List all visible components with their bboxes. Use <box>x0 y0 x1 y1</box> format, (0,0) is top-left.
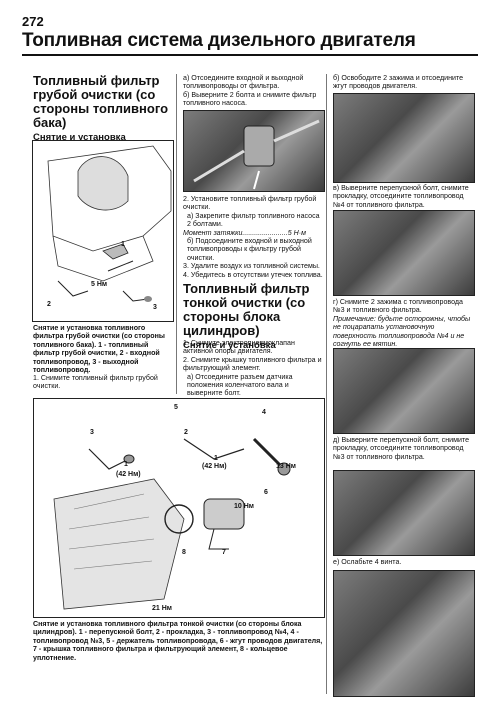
filter-photo-drawing <box>193 119 320 190</box>
photo-fuel-line-3 <box>333 470 475 556</box>
right-step-d: д) Выверните перепускной болт, снимите п… <box>333 436 470 461</box>
big-fig-label-7: 7 <box>222 549 226 556</box>
big-fig-label-1b: 1 <box>214 455 218 462</box>
photo-screws <box>333 570 475 697</box>
column-divider-right <box>326 74 327 694</box>
torque-spec: Момент затяжки.......................5 Н… <box>183 228 306 237</box>
big-fig-torque-42b: (42 Нм) <box>202 463 227 470</box>
middle-steps-top: а) Отсоедините входной и выходной топлив… <box>183 74 323 108</box>
big-fig-torque-10: 10 Нм <box>234 503 254 510</box>
subtitle-removal-2: Снятие и установка <box>183 340 276 351</box>
fine-step-2: 2. Снимите крышку топливного фильтра и ф… <box>183 355 322 373</box>
right-step-g: г) Снимите 2 зажима с топливопровода №3 … <box>333 298 463 315</box>
step-b: б) Выверните 2 болта и снимите фильтр то… <box>183 90 317 108</box>
step-a: а) Отсоедините входной и выходной топлив… <box>183 74 304 91</box>
big-fig-label-8: 8 <box>182 549 186 556</box>
fig-label-2: 2 <box>47 301 51 308</box>
engine-exploded-drawing <box>53 437 291 610</box>
right-note: Примечание: будьте осторожны, чтобы не п… <box>333 315 471 349</box>
right-step-b: б) Освободите 2 зажима и отсоедините жгу… <box>333 74 464 91</box>
fine-filter-caption: Снятие и установка топливного фильтра то… <box>33 620 323 662</box>
fine-filter-section: Топливный фильтр тонкой очистки (со стор… <box>183 281 323 352</box>
middle-steps-after-fig: 2. Установите топливный фильтр грубой оч… <box>183 195 323 279</box>
photo-harness <box>333 93 475 183</box>
big-fig-label-3: 3 <box>90 429 94 436</box>
big-fig-label-2: 2 <box>184 429 188 436</box>
step-1: 1. Снимите топливный фильтр грубой очист… <box>33 374 158 391</box>
big-fig-label-6: 6 <box>264 489 268 496</box>
column-divider-left <box>176 74 177 394</box>
page-header: Топливная система дизельного двигателя <box>22 30 478 56</box>
section-title-coarse-filter: Топливный фильтр грубой очистки (со стор… <box>33 73 169 130</box>
filter-photo <box>183 110 325 192</box>
fine-step-1: 1. Снимите электропневмоклапан активной … <box>183 339 295 356</box>
car-underbody-drawing <box>47 145 172 302</box>
left-section: Топливный фильтр грубой очистки (со стор… <box>33 73 173 144</box>
fine-step-a: а) Отсоедините разъем датчика положения … <box>187 372 293 398</box>
photo-clamps <box>333 348 475 434</box>
install-step-4: 4. Убедитесь в отсутствии утечек топлива… <box>183 270 323 279</box>
right-step-v: в) Выверните перепускной болт, снимите п… <box>333 184 469 209</box>
big-fig-torque-42a: (42 Нм) <box>116 471 141 478</box>
big-fig-torque-13: 13 Нм <box>276 463 296 470</box>
fine-filter-figure: 3 5 2 4 1 (42 Нм) 1 (42 Нм) 13 Нм 10 Нм … <box>33 398 325 618</box>
coarse-filter-caption: Снятие и установка топливного фильтра гр… <box>33 324 165 375</box>
photo-bypass-bolt <box>333 210 475 296</box>
torque-label: 5 Нм <box>91 281 108 288</box>
page-title: Топливная система дизельного двигателя <box>22 30 416 51</box>
coarse-filter-figure: 1 2 3 5 Нм <box>32 140 174 322</box>
big-fig-torque-21: 21 Нм <box>152 605 172 612</box>
install-step-a: а) Закрепите фильтр топливного насоса 2 … <box>187 211 320 229</box>
right-step-e: е) Ослабьте 4 винта. <box>333 558 402 566</box>
big-fig-label-1a: 1 <box>124 461 128 468</box>
big-fig-label-4: 4 <box>262 409 266 416</box>
big-fig-label-5: 5 <box>174 404 178 411</box>
subtitle-removal: Снятие и установка <box>33 132 126 143</box>
middle-steps-bottom: 1. Снимите электропневмоклапан активной … <box>183 339 323 398</box>
install-step-3: 3. Удалите воздух из топливной системы. <box>183 262 320 271</box>
section-title-fine-filter: Топливный фильтр тонкой очистки (со стор… <box>183 281 310 338</box>
install-step-2: 2. Установите топливный фильтр грубой оч… <box>183 195 317 212</box>
fig-label-3: 3 <box>153 304 157 311</box>
fig-label-1: 1 <box>121 241 125 248</box>
page-number: 272 <box>22 14 44 29</box>
install-step-b: б) Подсоедините входной и выходной топли… <box>187 237 312 262</box>
